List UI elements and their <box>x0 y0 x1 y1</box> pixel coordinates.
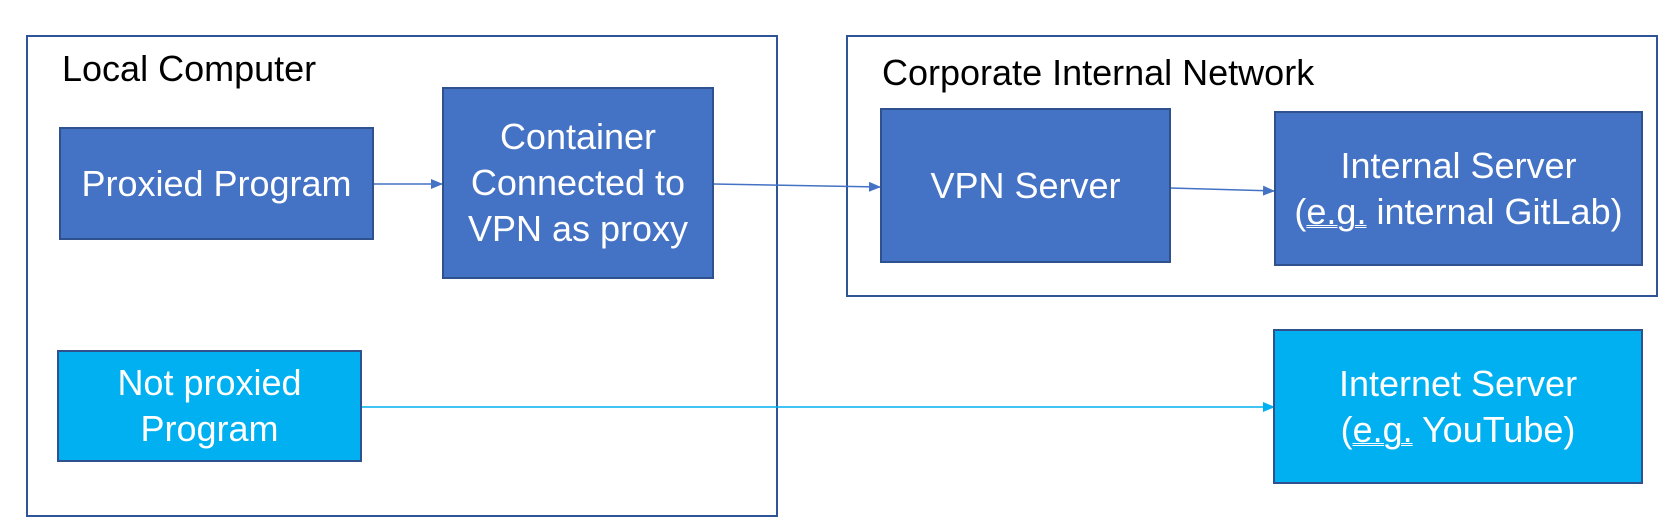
vpn-server-box: VPN Server <box>880 108 1171 263</box>
proxied-program-box: Proxied Program <box>59 127 374 240</box>
local-computer-label: Local Computer <box>62 48 317 89</box>
not-proxied-label-line1: Not proxied <box>117 362 302 403</box>
internet-server-eg: e.g. <box>1352 408 1413 450</box>
proxied-program-label: Proxied Program <box>81 162 352 204</box>
internal-server-box: Internal Server (e.g. internal GitLab) <box>1274 111 1643 266</box>
internet-server-box: Internet Server (e.g. YouTube) <box>1273 329 1643 484</box>
internal-server-eg: e.g. <box>1306 190 1367 232</box>
arrow-vpn-to-internal <box>1169 185 1275 196</box>
vpn-server-label: VPN Server <box>930 164 1121 206</box>
not-proxied-program-box: Not proxied Program <box>57 350 362 462</box>
corporate-network-label: Corporate Internal Network <box>882 52 1315 93</box>
container-label-line1: Container <box>499 116 657 157</box>
container-label-line3: VPN as proxy <box>467 208 689 249</box>
container-label-line2: Connected to <box>470 162 686 203</box>
internet-server-label-line2: (e.g. YouTube) <box>1340 408 1576 450</box>
internal-server-label-line2: (e.g. internal GitLab) <box>1294 190 1623 232</box>
not-proxied-label-line2: Program <box>140 408 279 449</box>
container-proxy-box: Container Connected to VPN as proxy <box>442 87 714 279</box>
internet-server-label-line1: Internet Server <box>1338 362 1578 404</box>
internal-server-label-line1: Internal Server <box>1340 144 1577 186</box>
arrow-container-to-vpn <box>712 181 881 192</box>
